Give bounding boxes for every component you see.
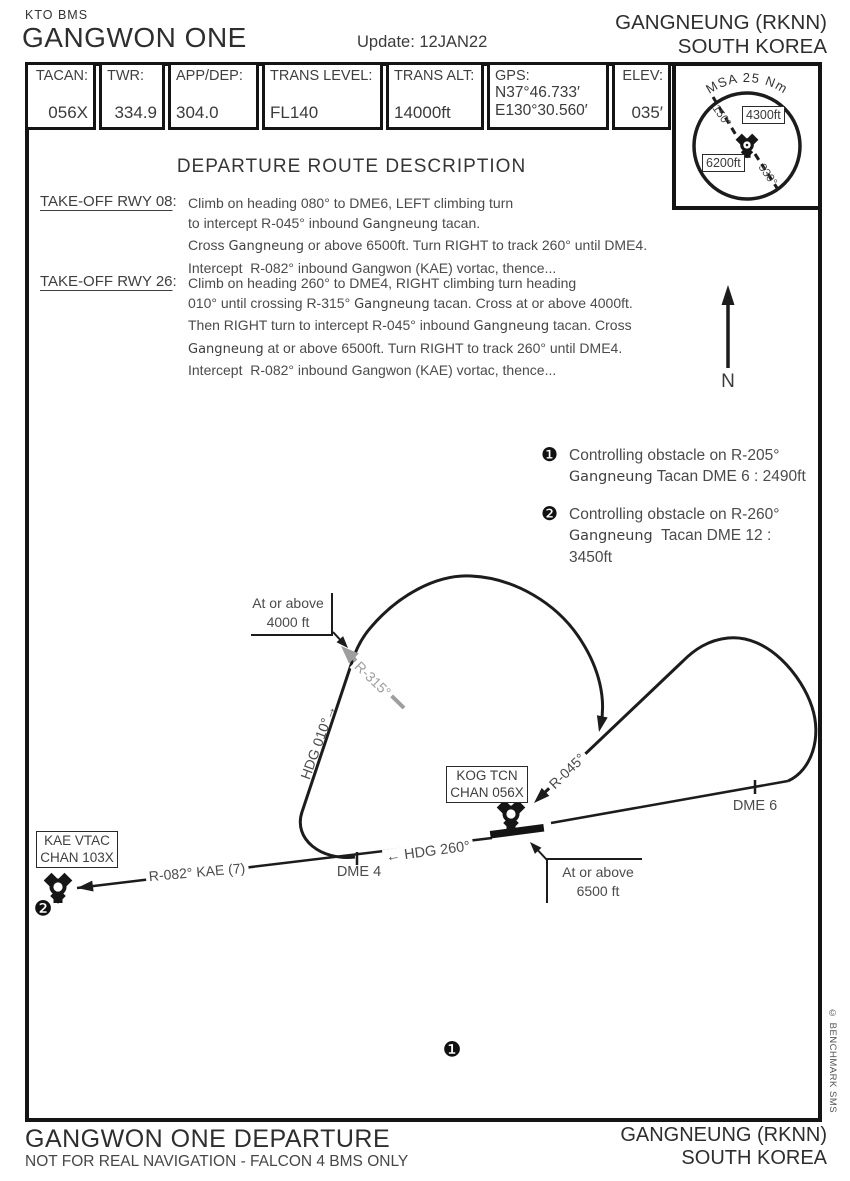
rwy08-label-text: TAKE-OFF RWY 08	[40, 193, 173, 210]
translevel-value: FL140	[270, 103, 319, 122]
info-cell-transalt: TRANS ALT: 14000ft	[386, 62, 484, 130]
note2-text: Controlling obstacle on R-260°Gangneung …	[569, 506, 780, 566]
rwy08-text: Climb on heading 080° to DME6, LEFT clim…	[188, 195, 648, 276]
info-cell-translevel: TRANS LEVEL: FL140	[262, 62, 383, 130]
info-cell-gps: GPS: N37°46.733′ E130°30.560′	[487, 62, 609, 130]
alt-6500-text1: At or above	[562, 864, 634, 880]
alt-6500-text2: 6500 ft	[576, 883, 620, 899]
hdg080-outbound-line	[550, 779, 789, 825]
alt-6500-restriction: At or above 6500 ft	[546, 858, 642, 903]
footer-airport-block: GANGNEUNG (RKNN) SOUTH KOREA	[620, 1124, 827, 1170]
footer-country-name: SOUTH KOREA	[681, 1147, 827, 1169]
appdep-label: APP/DEP:	[176, 68, 243, 84]
takeoff-rwy26-entry: TAKE-OFF RWY 26: Climb on heading 260° t…	[40, 273, 633, 380]
msa-sector-high: 4300ft	[742, 106, 785, 124]
info-cell-twr: TWR: 334.9	[99, 62, 165, 130]
twr-label: TWR:	[107, 68, 145, 84]
airport-name: GANGNEUNG (RKNN)	[615, 11, 827, 34]
header-airport-block: GANGNEUNG (RKNN) SOUTH KOREA	[615, 11, 827, 59]
kog-tacan-box: KOG TCN CHAN 056X	[446, 766, 528, 803]
alt-4000-restriction: At or above 4000 ft	[251, 593, 333, 636]
obstacle-note-1: ❶ Controlling obstacle on R-205°Gangneun…	[541, 445, 841, 488]
msa-diagram: MSA 25 Nm 150° 330°	[692, 70, 802, 201]
obstacle-notes: ❶ Controlling obstacle on R-205°Gangneun…	[541, 445, 841, 584]
dme6-label: DME 6	[732, 798, 778, 814]
country-name: SOUTH KOREA	[677, 35, 827, 58]
alt-4000-text2: 4000 ft	[266, 614, 310, 630]
alt-4000-text1: At or above	[252, 595, 324, 611]
takeoff-rwy08-entry: TAKE-OFF RWY 08: Climb on heading 080° t…	[40, 193, 647, 278]
obstacle-1-marker-icon: ❶	[442, 1038, 462, 1062]
plan-view-drawing	[43, 285, 818, 904]
elev-value: 035′	[631, 103, 663, 122]
rwy08-label: TAKE-OFF RWY 08:	[40, 193, 188, 210]
dme4-label: DME 4	[336, 864, 382, 880]
route-description-title: DEPARTURE ROUTE DESCRIPTION	[176, 156, 527, 177]
elev-label: ELEV:	[622, 68, 663, 84]
msa-box: MSA 25 Nm 150° 330° 4300ft 6200ft	[672, 62, 822, 210]
footer-procedure-title: GANGWON ONE DEPARTURE	[25, 1125, 391, 1153]
north-label: N	[721, 371, 735, 392]
kae-vortac-box: KAE VTAC CHAN 103X	[36, 831, 118, 868]
rwy26-loop-path	[298, 574, 608, 859]
obstacle-note-2: ❷ Controlling obstacle on R-260°Gangneun…	[541, 504, 841, 568]
rwy26-label: TAKE-OFF RWY 26:	[40, 273, 188, 290]
gps-lat: N37°46.733′	[495, 84, 580, 101]
note1-marker-icon: ❶	[541, 445, 559, 466]
footer-airport-name: GANGNEUNG (RKNN)	[620, 1124, 827, 1146]
copyright-text: © BENCHMARK SMS	[827, 1008, 838, 1114]
rwy08-teardrop-path	[530, 636, 818, 807]
kae-channel: CHAN 103X	[40, 849, 114, 865]
info-cell-elev: ELEV: 035′	[612, 62, 671, 130]
info-strip: TACAN: 056X TWR: 334.9 APP/DEP: 304.0 TR…	[25, 62, 671, 130]
tacan-value: 056X	[48, 103, 88, 122]
info-cell-appdep: APP/DEP: 304.0	[168, 62, 259, 130]
rwy26-label-colon: :	[172, 273, 177, 290]
translevel-label: TRANS LEVEL:	[270, 68, 373, 84]
kae-name: KAE VTAC	[44, 833, 110, 848]
obstacle-2-marker-icon: ❷	[33, 897, 53, 921]
note2-marker-icon: ❷	[541, 504, 559, 525]
msa-sector-low: 6200ft	[702, 154, 745, 172]
footer-disclaimer: NOT FOR REAL NAVIGATION - FALCON 4 BMS O…	[25, 1153, 409, 1170]
alt4000-leader-arrow	[332, 631, 352, 652]
alt6500-leader-arrow	[526, 838, 548, 861]
rwy26-text: Climb on heading 260° to DME4, RIGHT cli…	[188, 275, 633, 378]
transalt-label: TRANS ALT:	[394, 68, 475, 84]
runway-symbol	[489, 824, 545, 839]
north-arrow-icon	[721, 285, 735, 368]
kog-tacan-icon	[496, 799, 526, 831]
program-name: KTO BMS	[25, 8, 89, 22]
chart-body: TACAN: 056X TWR: 334.9 APP/DEP: 304.0 TR…	[25, 62, 822, 1122]
info-cell-tacan: TACAN: 056X	[25, 62, 96, 130]
update-date: Update: 12JAN22	[357, 33, 488, 51]
note1-text: Controlling obstacle on R-205°Gangneung …	[569, 447, 806, 485]
transalt-value: 14000ft	[394, 103, 451, 122]
kog-name: KOG TCN	[456, 768, 518, 783]
kog-channel: CHAN 056X	[450, 784, 524, 800]
rwy08-label-colon: :	[172, 193, 177, 210]
gps-label: GPS:	[495, 68, 530, 84]
tacan-label: TACAN:	[35, 68, 88, 84]
rwy26-label-text: TAKE-OFF RWY 26	[40, 273, 173, 290]
chart-title: GANGWON ONE	[22, 22, 247, 53]
twr-value: 334.9	[114, 103, 157, 122]
appdep-value: 304.0	[176, 103, 219, 122]
gps-lon: E130°30.560′	[495, 102, 588, 119]
